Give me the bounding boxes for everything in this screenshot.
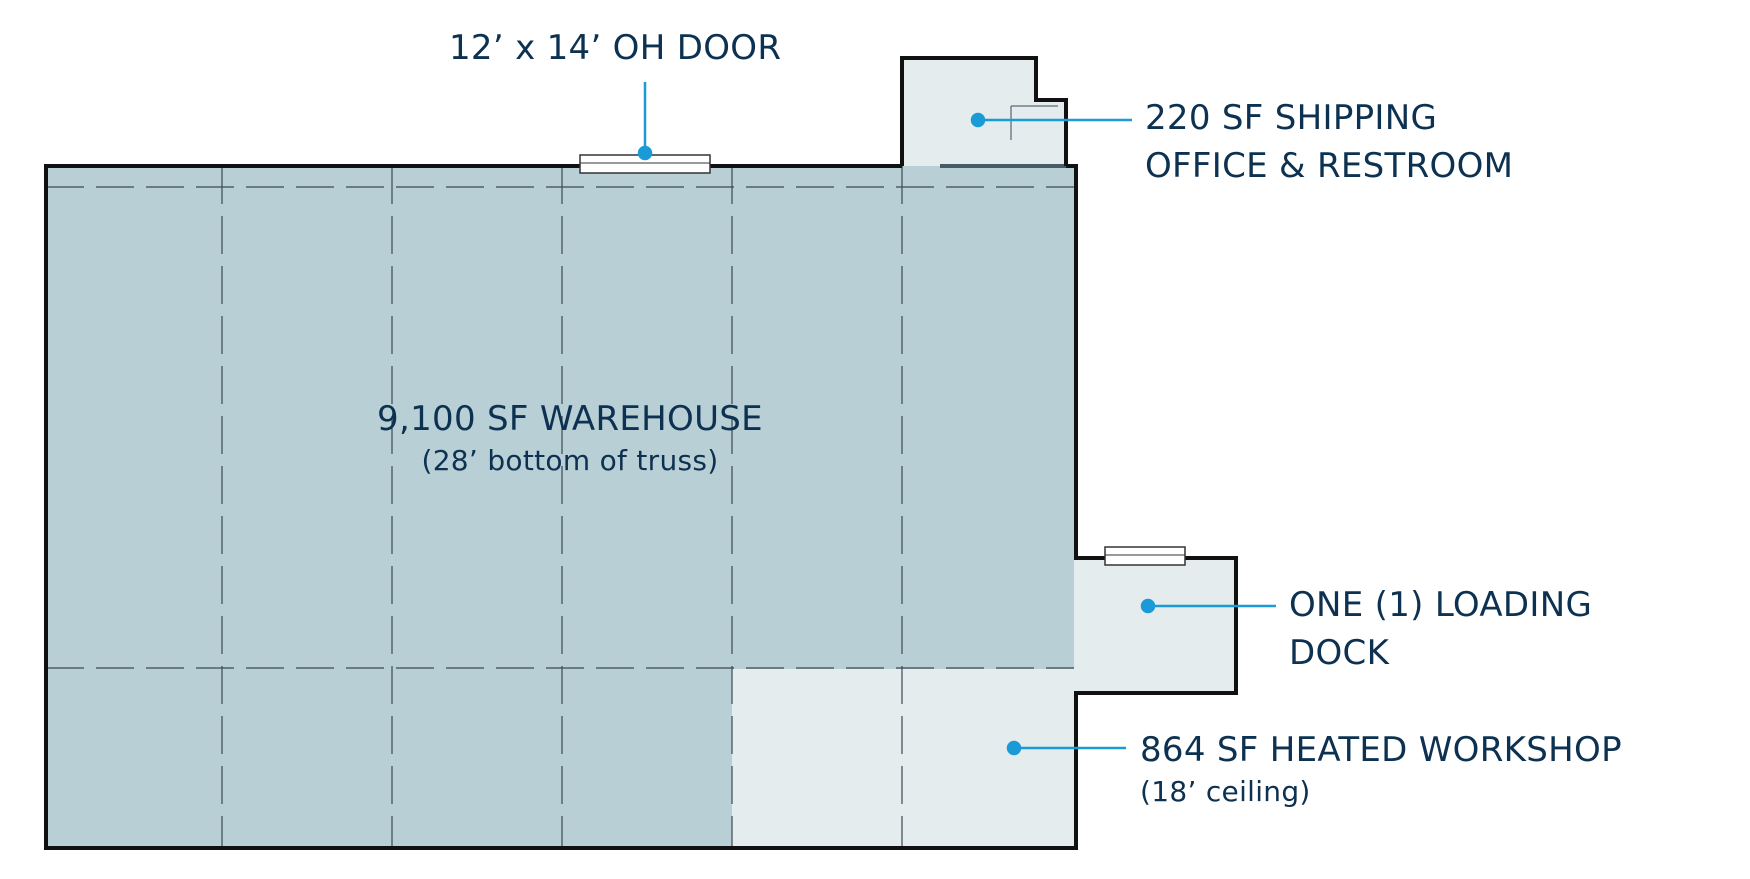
oh-door-label-text: 12’ x 14’ OH DOOR	[449, 28, 782, 68]
callouts	[637, 82, 1276, 756]
workshop-area	[732, 669, 1074, 846]
shipping-office-label-line2: OFFICE & RESTROOM	[1145, 146, 1514, 186]
warehouse-subtitle: (28’ bottom of truss)	[421, 444, 719, 477]
warehouse-label: 9,100 SF WAREHOUSE (28’ bottom of truss)	[330, 395, 810, 479]
workshop-title: 864 SF HEATED WORKSHOP	[1140, 730, 1622, 770]
loading-dock-area	[1074, 558, 1236, 693]
column-grid	[46, 166, 1074, 846]
dock-door-symbol	[1104, 546, 1186, 566]
exterior-walls	[44, 56, 1238, 850]
loading-dock-label-line2: DOCK	[1289, 633, 1390, 673]
oh-door-label: 12’ x 14’ OH DOOR	[449, 24, 781, 72]
workshop-dot	[1006, 740, 1022, 756]
oh-door-dot	[637, 145, 653, 161]
shipping-office-label-line1: 220 SF SHIPPING	[1145, 98, 1438, 138]
shipping-office-label: 220 SF SHIPPING OFFICE & RESTROOM	[1145, 94, 1513, 190]
loading-dock-label-line1: ONE (1) LOADING	[1289, 585, 1593, 625]
loading-dock-label: ONE (1) LOADING DOCK	[1289, 581, 1592, 677]
shipping-office-area	[902, 58, 1066, 166]
dock-dot	[1140, 598, 1156, 614]
workshop-subtitle: (18’ ceiling)	[1140, 775, 1311, 808]
workshop-label: 864 SF HEATED WORKSHOP (18’ ceiling)	[1140, 726, 1622, 810]
shipping-dot	[970, 112, 986, 128]
warehouse-title: 9,100 SF WAREHOUSE	[377, 399, 763, 439]
